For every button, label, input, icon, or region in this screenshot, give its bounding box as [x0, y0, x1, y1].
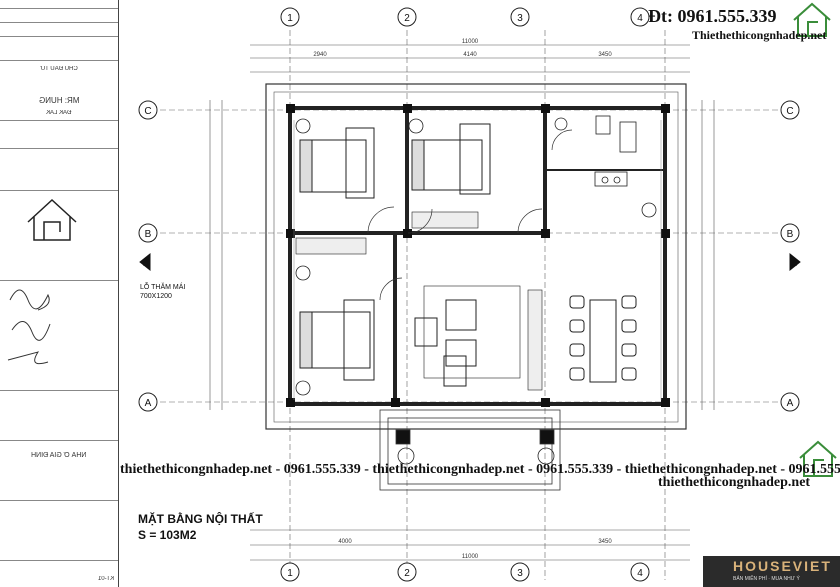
plinth-outline	[265, 83, 687, 430]
dim-bottom-1: 4000	[338, 539, 352, 545]
section-label-left: A	[143, 259, 149, 268]
grid-label-row-b-right: B	[787, 229, 794, 240]
columns	[286, 104, 670, 407]
grid-label-col-3-bottom: 3	[517, 568, 523, 579]
houseviet-tagline: BẢN MIỄN PHÍ · MUA NHƯ Ý	[733, 576, 800, 582]
bathroom-fixtures	[554, 115, 637, 187]
dim-bottom-2: 3450	[598, 539, 612, 545]
roof-opening-size: 700X1200	[140, 293, 172, 300]
bed-icon	[299, 123, 491, 381]
dimension-lines	[209, 44, 715, 561]
walls	[288, 106, 667, 406]
dining-table-icon	[569, 295, 637, 383]
plan-area: S = 103M2	[138, 528, 197, 542]
roof-opening-label: LỖ THĂM MÁI	[140, 284, 186, 291]
grid-lines	[160, 30, 790, 580]
watermark-website-bottom: thiethethicongnhadep.net	[658, 475, 811, 490]
grid-label-col-2: 2	[404, 13, 410, 24]
watermark-phone: Đt: 0961.555.339	[648, 6, 777, 26]
grid-label-col-1: 1	[287, 13, 293, 24]
title-block: CHỦ ĐẦU TƯ MR: HUNG ĐẮK LẮK NHÀ Ở GIA ĐÌ…	[0, 0, 119, 587]
watermark-banner: thiethethicongnhadep.net - 0961.555.339 …	[120, 462, 840, 477]
grid-bubbles	[138, 7, 800, 582]
dim-bottom-total: 11000	[462, 554, 479, 560]
wall-hatching	[293, 120, 662, 400]
porch	[379, 409, 561, 491]
grid-label-row-c: C	[144, 106, 151, 117]
titleblock-logo-icon	[27, 198, 77, 241]
watermark-logo-icon	[793, 2, 837, 477]
houseviet-badge: HOUSEVIET BẢN MIỄN PHÍ · MUA NHƯ Ý	[703, 556, 840, 587]
door-swings	[367, 129, 573, 301]
plan-title: MẶT BẰNG NỘI THẤT	[138, 512, 263, 526]
section-label-right: A	[791, 259, 797, 268]
dim-top-3: 3450	[598, 52, 612, 58]
grid-label-col-4-bottom: 4	[637, 568, 643, 579]
wardrobe-icon	[295, 211, 543, 391]
sofa-icon	[414, 285, 521, 387]
grid-label-col-4: 4	[637, 13, 643, 24]
section-mark-icon	[139, 252, 801, 272]
dim-total: 11000	[462, 39, 479, 45]
grid-label-row-b: B	[145, 229, 152, 240]
houseviet-name: HOUSEVIET	[733, 558, 832, 574]
grid-label-col-3: 3	[517, 13, 523, 24]
signature-marks	[7, 289, 51, 365]
dim-top-1: 2940	[313, 52, 327, 58]
grid-label-row-a-right: A	[787, 398, 794, 409]
grid-label-row-a: A	[145, 398, 152, 409]
plant-icon	[295, 118, 657, 465]
watermark-website: Thiethethicongnhadep.net	[692, 28, 827, 42]
grid-label-col-2-bottom: 2	[404, 568, 410, 579]
grid-label-row-c-right: C	[786, 106, 793, 117]
grid-label-col-1-bottom: 1	[287, 568, 293, 579]
dim-top-2: 4140	[463, 52, 477, 58]
